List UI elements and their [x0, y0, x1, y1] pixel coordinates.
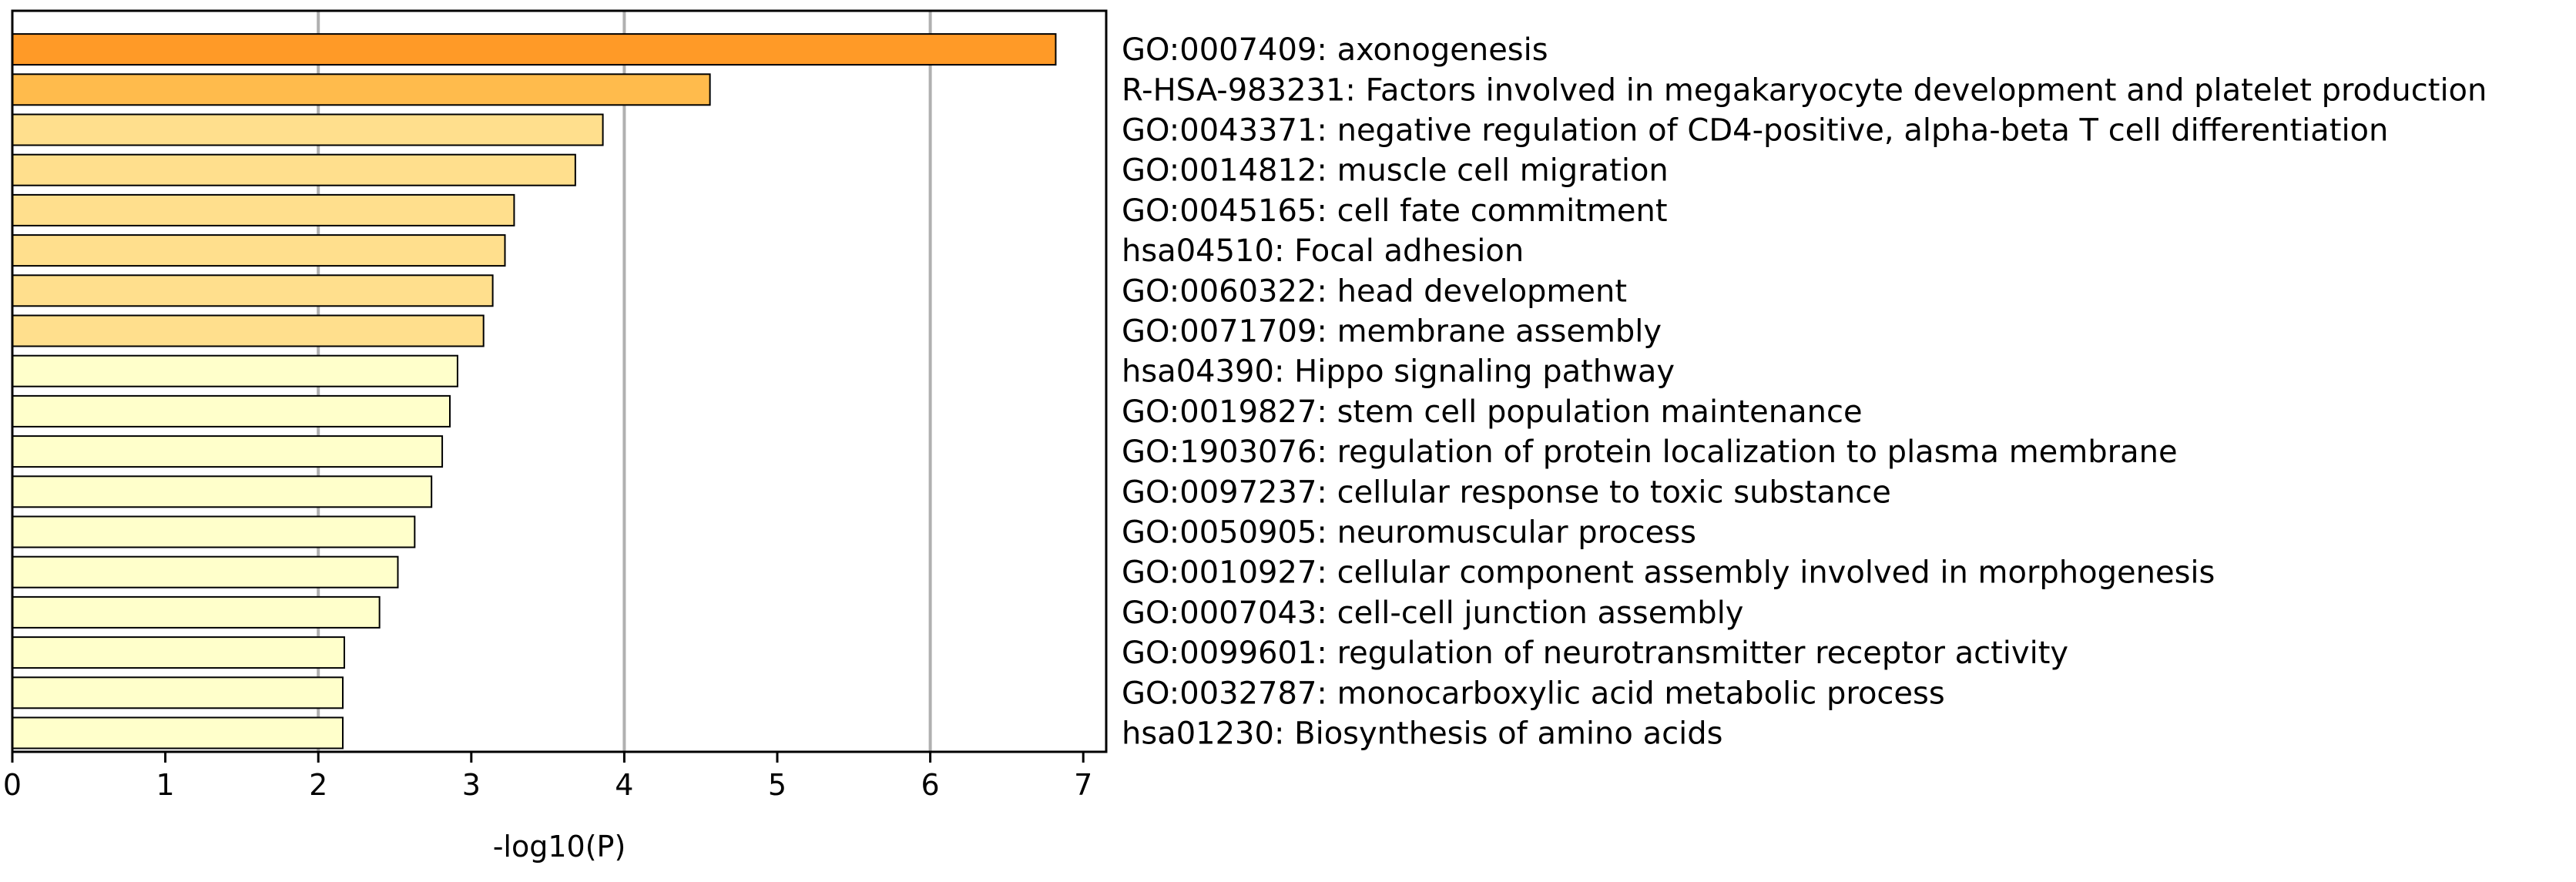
category-label-4: GO:0014812: muscle cell migration — [1122, 153, 1669, 189]
category-label-1: GO:0007409: axonogenesis — [1122, 32, 1548, 68]
category-label-3: GO:0043371: negative regulation of CD4-p… — [1122, 113, 2388, 149]
bar-18 — [12, 716, 344, 750]
bar-16 — [12, 636, 345, 669]
bars-layer — [12, 33, 1057, 750]
category-label-9: hsa04390: Hippo signaling pathway — [1122, 354, 1675, 390]
bar-12 — [12, 475, 433, 508]
category-label-8: GO:0071709: membrane assembly — [1122, 314, 1662, 350]
bar-6 — [12, 234, 506, 267]
bar-15 — [12, 595, 381, 629]
bar-1 — [12, 33, 1057, 66]
bar-13 — [12, 515, 416, 548]
x-tick-label-3: 3 — [462, 768, 481, 802]
bar-10 — [12, 394, 451, 428]
x-tick-label-4: 4 — [615, 768, 633, 802]
bar-4 — [12, 153, 576, 186]
bar-3 — [12, 113, 604, 146]
category-label-13: GO:0050905: neuromuscular process — [1122, 515, 1696, 551]
x-tick-label-5: 5 — [768, 768, 787, 802]
category-label-7: GO:0060322: head development — [1122, 273, 1627, 309]
category-label-10: GO:0019827: stem cell population mainten… — [1122, 394, 1863, 430]
category-label-11: GO:1903076: regulation of protein locali… — [1122, 434, 2178, 470]
bar-9 — [12, 354, 458, 387]
category-label-16: GO:0099601: regulation of neurotransmitt… — [1122, 636, 2068, 671]
category-label-6: hsa04510: Focal adhesion — [1122, 233, 1524, 269]
bar-8 — [12, 314, 485, 347]
bar-5 — [12, 193, 515, 226]
category-label-5: GO:0045165: cell fate commitment — [1122, 193, 1668, 229]
axes-frame — [11, 9, 1108, 753]
bar-11 — [12, 435, 444, 468]
x-axis-label: -log10(P) — [493, 830, 626, 864]
x-tick-label-1: 1 — [156, 768, 175, 802]
category-label-12: GO:0097237: cellular response to toxic s… — [1122, 475, 1891, 510]
category-label-2: R-HSA-983231: Factors involved in megaka… — [1122, 72, 2487, 108]
category-label-15: GO:0007043: cell-cell junction assembly — [1122, 595, 1743, 631]
category-label-14: GO:0010927: cellular component assembly … — [1122, 555, 2215, 591]
bar-7 — [12, 274, 494, 307]
bar-17 — [12, 676, 344, 709]
x-axis-ticks: 0 1 2 3 4 5 6 7 — [3, 752, 1092, 802]
x-tick-label-7: 7 — [1074, 768, 1092, 802]
bar-14 — [12, 555, 399, 589]
x-tick-label-0: 0 — [3, 768, 22, 802]
x-tick-label-6: 6 — [921, 768, 940, 802]
category-label-17: GO:0032787: monocarboxylic acid metaboli… — [1122, 676, 1945, 711]
bar-2 — [12, 73, 711, 106]
x-tick-label-2: 2 — [309, 768, 327, 802]
category-label-18: hsa01230: Biosynthesis of amino acids — [1122, 716, 1722, 752]
